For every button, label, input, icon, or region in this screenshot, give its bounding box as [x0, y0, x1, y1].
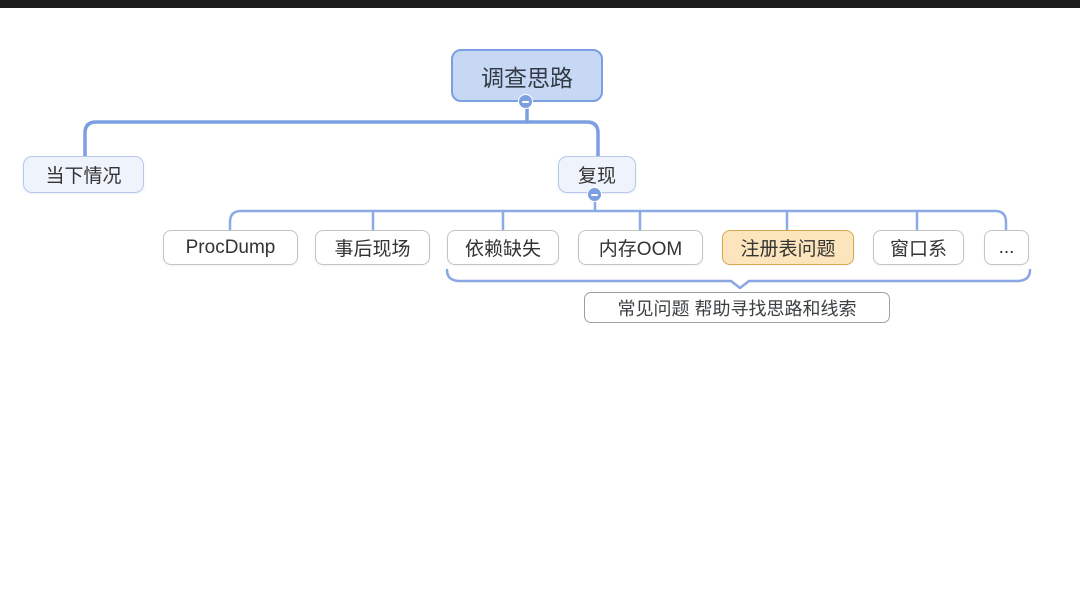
connector-level2-bus — [228, 209, 1008, 232]
node-procdump[interactable]: ProcDump — [163, 230, 298, 265]
node-current-situation[interactable]: 当下情况 — [23, 156, 144, 193]
top-window-edge-bar — [0, 0, 1080, 8]
node-ellipsis[interactable]: ... — [984, 230, 1029, 265]
minus-icon — [522, 100, 529, 103]
node-postmortem-scene[interactable]: 事后现场 — [315, 230, 430, 265]
node-reproduce[interactable]: 复现 — [558, 156, 636, 193]
minus-icon — [591, 193, 598, 196]
node-memory-oom[interactable]: 内存OOM — [578, 230, 703, 265]
connector-level1-bus — [83, 120, 600, 159]
collapse-button-reproduce[interactable] — [587, 187, 602, 202]
node-registry-issue-highlighted[interactable]: 注册表问题 — [722, 230, 854, 265]
node-window-system[interactable]: 窗口系 — [873, 230, 964, 265]
summary-bracket — [445, 268, 1032, 290]
collapse-button-root[interactable] — [518, 94, 533, 109]
summary-label[interactable]: 常见问题 帮助寻找思路和线索 — [584, 292, 890, 323]
node-missing-dependency[interactable]: 依赖缺失 — [447, 230, 559, 265]
